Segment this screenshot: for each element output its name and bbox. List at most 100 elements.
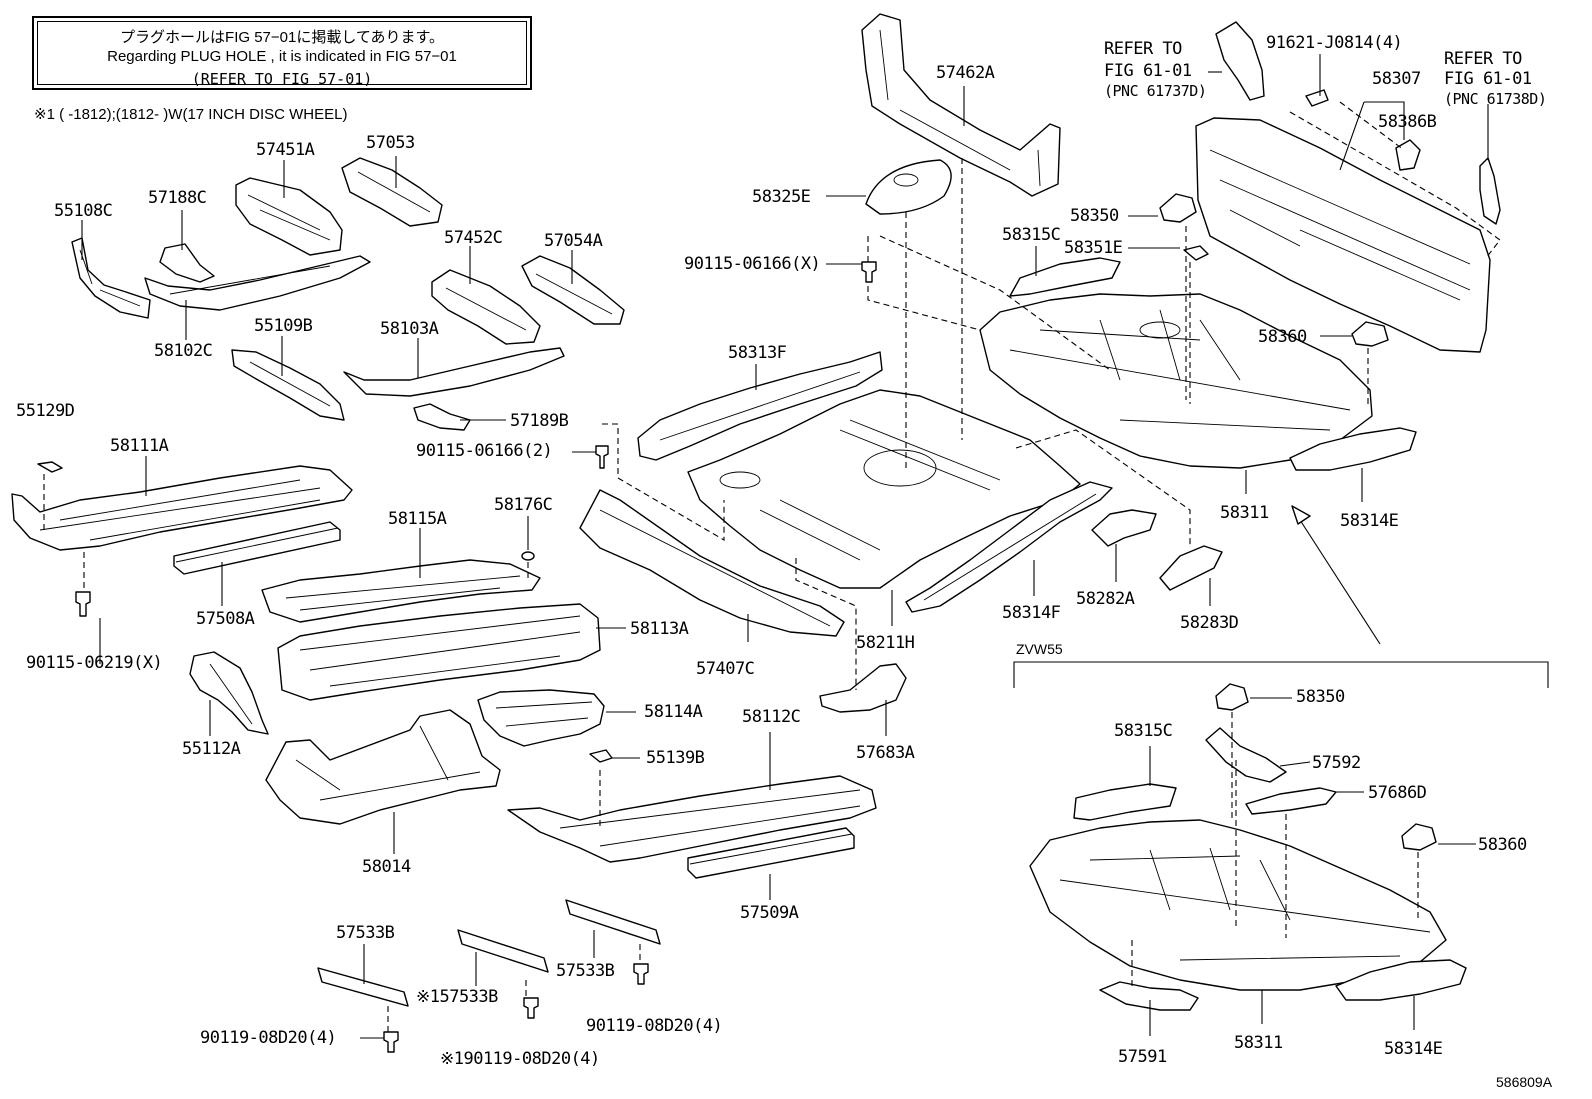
part-58314E-drawing [1289, 427, 1417, 471]
callout-57189B[interactable]: 57189B [510, 411, 569, 431]
part-57533B-b-drawing [457, 929, 549, 973]
zvw55-58311-drawing [1029, 819, 1447, 991]
part-58307-drawing [1195, 117, 1491, 353]
part-57508A-drawing [173, 521, 341, 575]
callout-58307[interactable]: 58307 [1372, 69, 1421, 89]
callout-zvw55-57592[interactable]: 57592 [1312, 753, 1361, 773]
part-58360-drawing [1351, 321, 1389, 347]
part-55109B-drawing [231, 349, 345, 421]
part-57683A-drawing [819, 663, 907, 713]
callout-55109B[interactable]: 55109B [254, 316, 313, 336]
screw-90115-x-drawing [861, 261, 877, 283]
callout-58282A[interactable]: 58282A [1076, 589, 1135, 609]
callout-58014[interactable]: 58014 [362, 857, 411, 877]
zvw55-58315C-drawing [1073, 783, 1177, 821]
callout-91621-J0814-4[interactable]: 91621-J0814(4) [1266, 33, 1403, 53]
callout-57188C[interactable]: 57188C [148, 188, 207, 208]
callout-58114A[interactable]: 58114A [644, 702, 703, 722]
callout-58115A[interactable]: 58115A [388, 509, 447, 529]
zvw55-57686D-drawing [1245, 787, 1337, 815]
callout-58283D[interactable]: 58283D [1180, 613, 1239, 633]
part-58176C-drawing [521, 551, 535, 561]
refer-bracket-right-drawing [1479, 157, 1501, 225]
callout-57509A[interactable]: 57509A [740, 903, 799, 923]
callout-58103A[interactable]: 58103A [380, 319, 439, 339]
callout-57533B-footnote[interactable]: ※157533B [416, 987, 498, 1007]
part-57407C-drawing [579, 489, 845, 637]
refer-right-line3: (PNC 61738D) [1444, 90, 1547, 108]
part-57054A-drawing [521, 255, 625, 325]
callout-58314E[interactable]: 58314E [1340, 511, 1399, 531]
callout-90115-06219-x[interactable]: 90115-06219(X) [26, 653, 163, 673]
callout-90119-08D20-4b[interactable]: 90119-08D20(4) [586, 1016, 723, 1036]
part-58111A-drawing [11, 465, 353, 551]
part-58102C-drawing [144, 255, 371, 311]
note-line-english: Regarding PLUG HOLE , it is indicated in… [107, 48, 457, 65]
part-55129D-drawing [37, 461, 63, 473]
screw-90119-4c-drawing [523, 997, 539, 1019]
callout-58313F[interactable]: 58313F [728, 343, 787, 363]
callout-58111A[interactable]: 58111A [110, 436, 169, 456]
big-arrow-drawing [1291, 505, 1381, 645]
callout-55139B[interactable]: 55139B [646, 748, 705, 768]
footnote-disc-wheel: ※1 ( -1812);(1812- )W(17 INCH DISC WHEEL… [34, 106, 348, 123]
callout-zvw55-58360[interactable]: 58360 [1478, 835, 1527, 855]
callout-57452C[interactable]: 57452C [444, 228, 503, 248]
callout-57508A[interactable]: 57508A [196, 609, 255, 629]
variant-label-zvw55: ZVW55 [1016, 641, 1063, 657]
callout-58113A[interactable]: 58113A [630, 619, 689, 639]
callout-58325E[interactable]: 58325E [752, 187, 811, 207]
callout-zvw55-57591[interactable]: 57591 [1118, 1047, 1167, 1067]
part-58314F-drawing [905, 481, 1113, 613]
screw-90115-2-drawing [595, 445, 609, 469]
refer-left-line2: FIG 61-01 [1104, 61, 1192, 81]
callout-55129D[interactable]: 55129D [16, 401, 75, 421]
leader-lines [81, 54, 1489, 1039]
callout-58351E[interactable]: 58351E [1064, 238, 1123, 258]
figure-id: 586809A [1496, 1074, 1553, 1090]
part-58113A-drawing [277, 603, 601, 701]
callout-58360[interactable]: 58360 [1258, 327, 1307, 347]
callout-58311[interactable]: 58311 [1220, 503, 1269, 523]
callout-55112A[interactable]: 55112A [182, 739, 241, 759]
callout-zvw55-58314E[interactable]: 58314E [1384, 1039, 1443, 1059]
zvw55-58350-drawing [1215, 683, 1249, 711]
callout-zvw55-57686D[interactable]: 57686D [1368, 783, 1427, 803]
callout-57533B-c[interactable]: 57533B [556, 961, 615, 981]
callout-57462A[interactable]: 57462A [936, 63, 995, 83]
callout-58102C[interactable]: 58102C [154, 341, 213, 361]
part-58282A-drawing [1091, 509, 1157, 547]
part-58350-drawing [1159, 193, 1197, 223]
callout-zvw55-58311[interactable]: 58311 [1234, 1033, 1283, 1053]
callout-58314F[interactable]: 58314F [1002, 603, 1061, 623]
dashed-assembly-lines [43, 101, 1501, 1032]
callout-zvw55-58350[interactable]: 58350 [1296, 687, 1345, 707]
part-58114A-drawing [477, 689, 605, 747]
callout-55108C[interactable]: 55108C [54, 201, 113, 221]
callout-90115-06166-2[interactable]: 90115-06166(2) [416, 441, 553, 461]
callout-57054A[interactable]: 57054A [544, 231, 603, 251]
callout-57407C[interactable]: 57407C [696, 659, 755, 679]
refer-left-line3: (PNC 61737D) [1104, 82, 1207, 100]
callout-58112C[interactable]: 58112C [742, 707, 801, 727]
callout-zvw55-58315C[interactable]: 58315C [1114, 721, 1173, 741]
part-58311-drawing [979, 293, 1373, 469]
callout-58350[interactable]: 58350 [1070, 206, 1119, 226]
callout-58386B[interactable]: 58386B [1378, 112, 1437, 132]
part-58283D-drawing [1159, 545, 1223, 591]
part-58014-drawing [265, 709, 501, 825]
zvw55-58314E-drawing [1335, 959, 1467, 1001]
callout-57533B-a[interactable]: 57533B [336, 923, 395, 943]
callout-90119-08D20-4-footnote[interactable]: ※190119-08D20(4) [440, 1049, 600, 1069]
callout-57451A[interactable]: 57451A [256, 140, 315, 160]
callout-58176C[interactable]: 58176C [494, 495, 553, 515]
refer-right-line1: REFER TO [1444, 49, 1522, 69]
callout-58211H[interactable]: 58211H [856, 633, 915, 653]
callout-90119-08D20-4a[interactable]: 90119-08D20(4) [200, 1028, 337, 1048]
callout-57683A[interactable]: 57683A [856, 743, 915, 763]
part-58115A-drawing [261, 559, 541, 623]
callout-57053[interactable]: 57053 [366, 133, 415, 153]
callout-58315C[interactable]: 58315C [1002, 225, 1061, 245]
callout-90115-06166-x[interactable]: 90115-06166(X) [684, 254, 821, 274]
screw-90115-06219-drawing [75, 591, 91, 617]
